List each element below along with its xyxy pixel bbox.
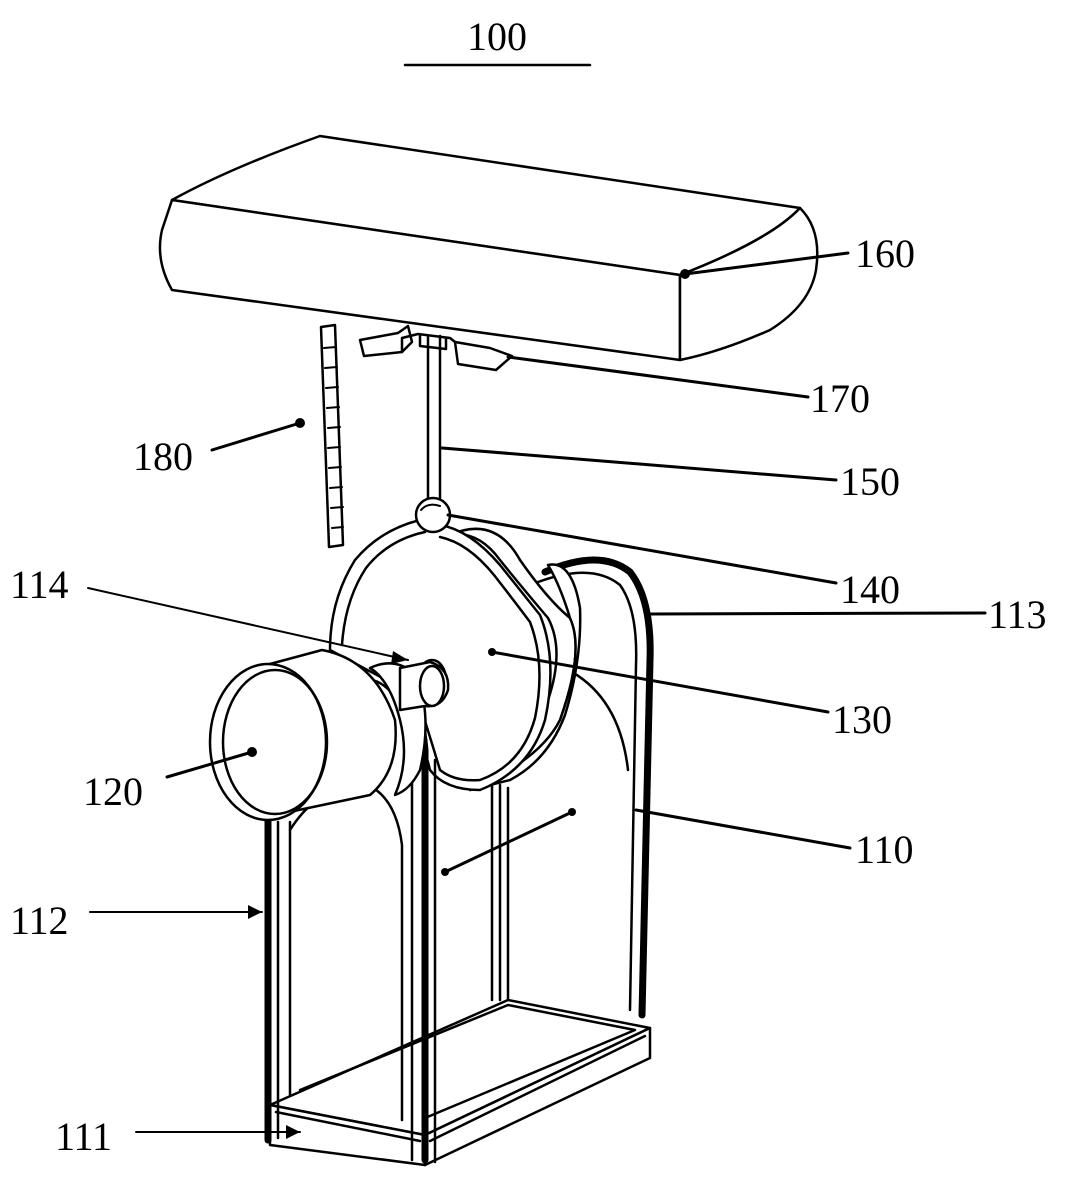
label-160: 160	[855, 231, 915, 276]
label-120: 120	[83, 769, 143, 814]
label-112: 112	[10, 898, 69, 943]
rail-160	[160, 136, 817, 360]
figure-title: 100	[467, 14, 527, 59]
cable-150	[428, 336, 440, 498]
label-140: 140	[840, 567, 900, 612]
label-114: 114	[10, 562, 69, 607]
label-113: 113	[988, 592, 1047, 637]
label-130: 130	[832, 697, 892, 742]
label-150: 150	[840, 459, 900, 504]
pulley-140	[416, 498, 450, 532]
scale-bar-180	[321, 325, 343, 547]
label-111: 111	[55, 1114, 112, 1159]
label-110: 110	[855, 827, 914, 872]
label-170: 170	[810, 376, 870, 421]
label-180: 180	[133, 434, 193, 479]
frame-base-111	[270, 1000, 650, 1165]
